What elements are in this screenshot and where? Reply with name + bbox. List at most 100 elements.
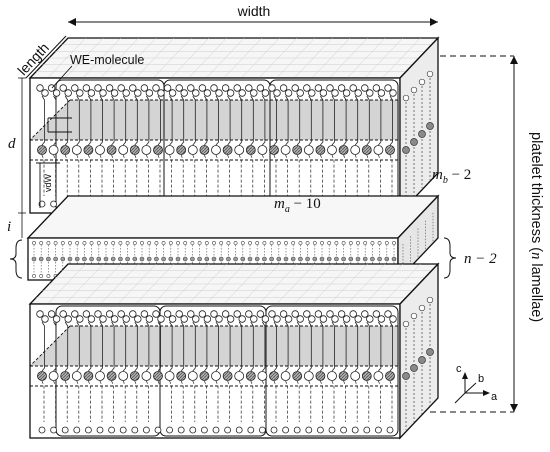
molecule-tail	[169, 380, 172, 422]
head-circle	[279, 84, 288, 92]
slab-polar-head	[38, 256, 44, 262]
slab-polar-head	[312, 256, 318, 262]
bottom-block-molecules	[36, 310, 397, 434]
head-circle	[349, 310, 357, 318]
head-circle	[99, 315, 107, 323]
molecule-tail	[308, 95, 312, 146]
slab-polar-head	[125, 256, 130, 262]
molecule-tail	[320, 154, 323, 196]
molecule-tail	[296, 321, 301, 372]
slab-head	[312, 241, 317, 245]
side-head	[418, 304, 426, 312]
head-circle	[233, 310, 241, 318]
slab-head	[53, 241, 58, 245]
molecule-tail	[76, 154, 80, 196]
polar-head	[37, 371, 47, 381]
n-minus-2-label: n − 2	[464, 251, 497, 267]
side-polar-head	[410, 138, 418, 146]
slab-polar-head	[355, 256, 361, 262]
molecule-tail	[331, 380, 335, 422]
head-circle	[215, 315, 223, 323]
head-circle	[337, 84, 346, 92]
molecule-tail	[296, 380, 300, 422]
slab-head	[377, 241, 382, 245]
head-circle	[154, 426, 162, 434]
molecule-tail	[88, 380, 91, 422]
slab-head	[327, 241, 332, 245]
molecule-tail	[192, 321, 196, 372]
bottom-block-grid	[36, 263, 432, 305]
head-circle	[303, 84, 311, 92]
head-circle	[224, 426, 232, 434]
we-molecule-label: WE-molecule	[70, 53, 144, 67]
molecule-tail	[320, 321, 324, 372]
axis-a-label: a	[491, 391, 498, 403]
molecule-tail	[238, 154, 242, 196]
molecule-tail	[41, 321, 45, 372]
slab-head	[46, 241, 51, 245]
head-circle	[110, 315, 119, 323]
slab-head	[154, 241, 159, 245]
slab-polar-head	[391, 256, 397, 262]
head-circle	[284, 89, 293, 97]
polar-head	[211, 145, 221, 155]
molecule-tail	[343, 321, 347, 372]
head-circle	[50, 200, 57, 208]
head-circle	[168, 315, 177, 323]
molecule-tail	[204, 154, 207, 196]
head-circle	[157, 89, 165, 97]
polar-head	[338, 145, 349, 155]
polar-head	[37, 145, 47, 155]
slab-head	[32, 274, 36, 278]
head-circle	[372, 310, 381, 318]
molecule-tail	[273, 95, 277, 146]
head-circle	[52, 89, 61, 97]
molecule-tail	[366, 95, 370, 146]
slab-head	[125, 241, 130, 245]
vdw-label: vdW	[43, 173, 53, 192]
molecule-tail	[146, 380, 149, 422]
head-circle	[351, 426, 359, 434]
polar-head	[48, 145, 59, 155]
polar-head	[106, 145, 117, 155]
width-label: width	[237, 3, 271, 19]
head-circle	[261, 89, 270, 97]
slab-polar-head	[89, 256, 94, 262]
slab-polar-head	[254, 256, 260, 262]
molecule-tail	[215, 321, 219, 372]
molecule-tail	[238, 380, 242, 422]
molecule-tail	[215, 380, 219, 422]
molecule-tail	[146, 321, 150, 372]
head-circle	[337, 310, 346, 318]
top-block	[28, 36, 440, 215]
i-label: i	[7, 219, 11, 235]
molecule-tail	[227, 154, 230, 196]
head-circle	[268, 84, 276, 92]
polar-head	[350, 145, 361, 155]
molecule-tail	[53, 380, 56, 422]
head-circle	[117, 84, 125, 92]
molecule-tail	[169, 154, 172, 196]
polar-head	[385, 145, 395, 155]
polar-head	[60, 371, 71, 381]
molecule-tail	[366, 380, 370, 422]
d-label: d	[8, 136, 16, 152]
slab-polar-head	[204, 256, 210, 262]
head-circle	[131, 426, 139, 434]
side-head	[426, 296, 434, 304]
head-circle	[192, 89, 200, 97]
molecule-tail	[273, 154, 277, 196]
head-circle	[38, 426, 46, 434]
polar-head	[315, 371, 326, 381]
right-brace	[443, 237, 457, 279]
head-circle	[110, 89, 119, 97]
slab-head	[219, 241, 224, 245]
bottom-block-shaded-band	[30, 326, 400, 366]
polar-head	[338, 371, 349, 381]
molecule-tail	[169, 321, 173, 372]
slab-polar-head	[74, 256, 80, 262]
molecule-tail	[262, 321, 266, 372]
polar-head	[361, 371, 372, 381]
i-dimension: i	[7, 213, 23, 238]
slab-head	[284, 241, 288, 245]
